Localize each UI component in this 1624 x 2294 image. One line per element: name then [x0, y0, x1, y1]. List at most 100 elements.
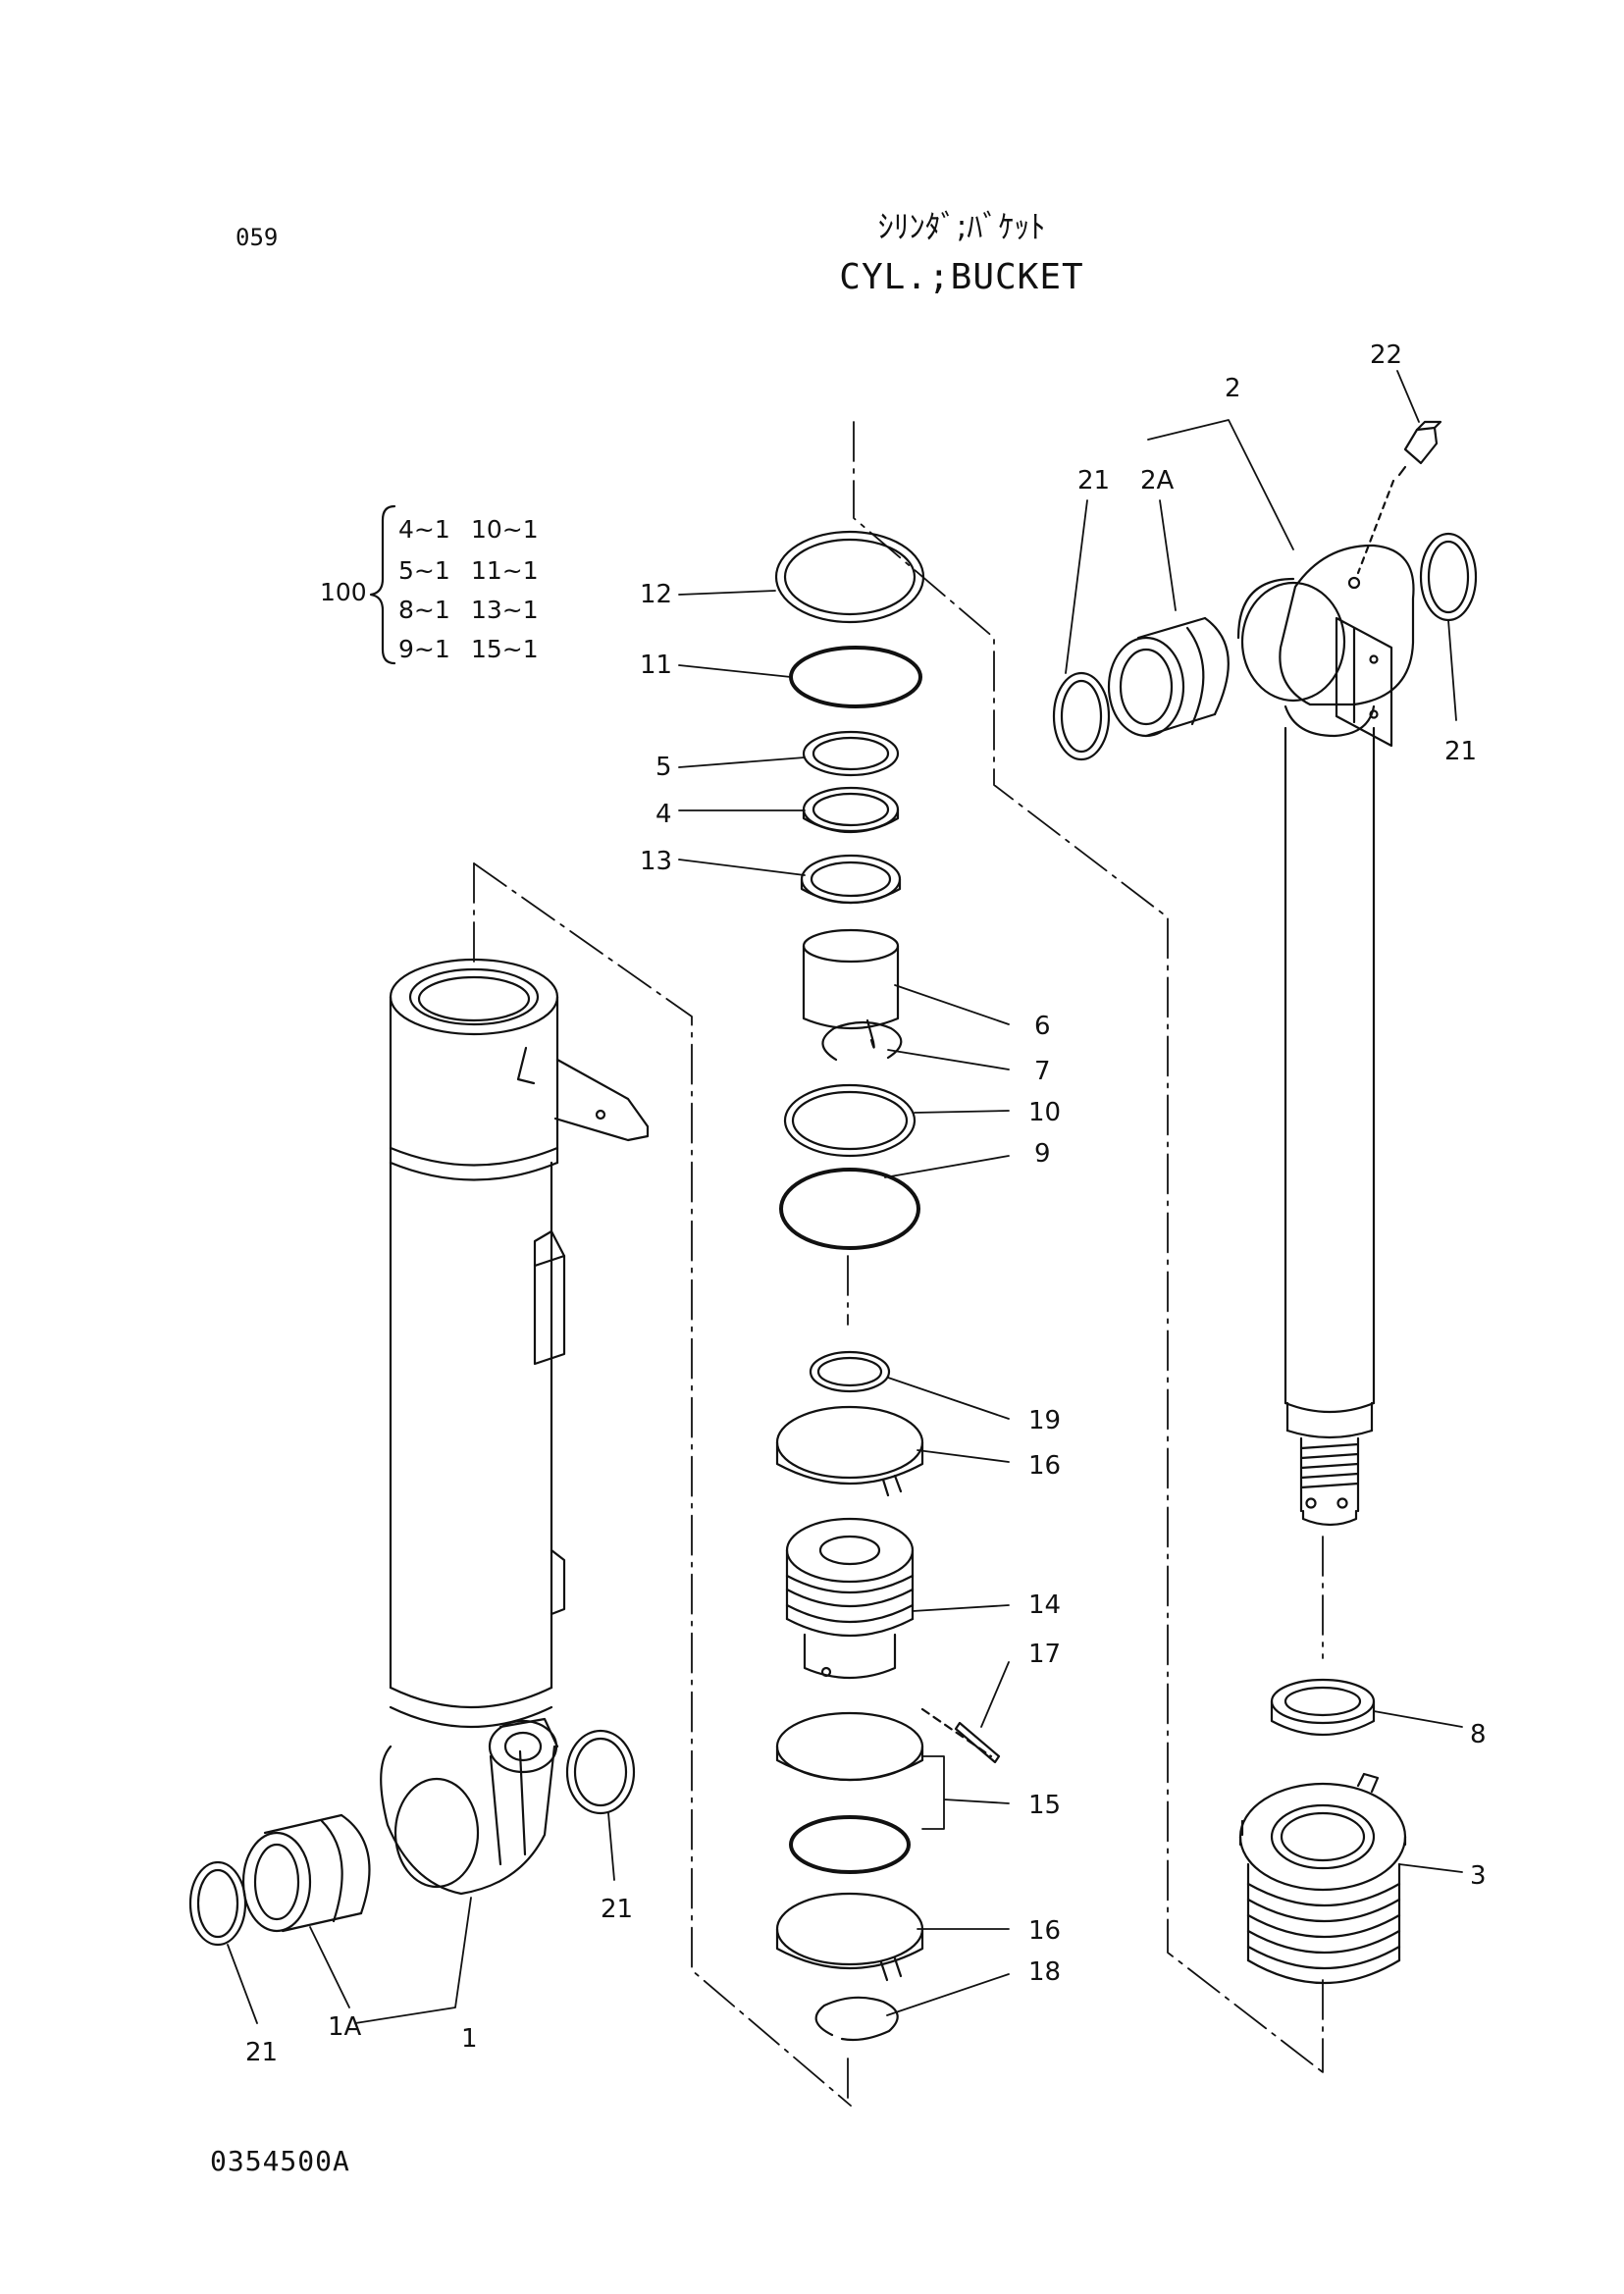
callout-15: 15 — [1028, 1791, 1061, 1820]
tube-bottom-band — [389, 1686, 553, 1709]
mid-frame — [853, 421, 1324, 2073]
grease-fitting-22 — [1356, 420, 1442, 575]
kit-row-3-b: 13~1 — [471, 596, 539, 624]
leader-1 — [354, 1897, 472, 2024]
leader-21-tube-right — [607, 1812, 615, 1881]
leader-2a — [1159, 499, 1177, 611]
callout-12: 12 — [640, 580, 672, 609]
tube-eye-rib — [489, 1749, 527, 1866]
callout-16-bottom: 16 — [1028, 1916, 1061, 1946]
head-rim — [1238, 1835, 1407, 1847]
tube-port-hole — [503, 1731, 543, 1762]
leader-8 — [1373, 1710, 1463, 1728]
seal-21-tube-left — [188, 1860, 247, 1947]
leader-15-bracket — [921, 1755, 1010, 1830]
callout-2: 2 — [1225, 374, 1241, 403]
part-12-ring — [774, 530, 925, 624]
part-16-wear-ring-top-slit — [881, 1474, 903, 1497]
rod-eye-bore — [1240, 581, 1346, 703]
leader-10 — [914, 1110, 1010, 1114]
cylinder-tube — [380, 958, 650, 1896]
head-bottom — [1246, 1958, 1401, 1985]
part-6-bushing-top — [802, 928, 900, 964]
callout-19: 19 — [1028, 1406, 1061, 1435]
kit-row-4-a: 9~1 — [398, 635, 450, 663]
rod-eye — [1279, 544, 1415, 706]
bushing-1a-body — [263, 1813, 363, 1933]
leader-21-rod-left — [1065, 499, 1088, 674]
left-frame-top — [473, 862, 852, 2107]
head-bore-inner — [1280, 1811, 1366, 1862]
part-12-ring-inner — [783, 538, 917, 616]
rod-neck — [1283, 704, 1376, 738]
rod-eye-face — [1236, 577, 1295, 640]
seal-21-tube-left-inner — [196, 1868, 239, 1939]
callout-4: 4 — [655, 800, 672, 829]
part-9-oring — [779, 1168, 920, 1250]
tube-top-opening — [389, 958, 559, 1036]
callout-13: 13 — [640, 847, 672, 876]
seal-21-rod-left-inner — [1060, 679, 1103, 754]
rod-shoulder — [1283, 1401, 1376, 1414]
piston-nut — [803, 1633, 897, 1680]
tube-eye-bore — [393, 1777, 480, 1889]
seal-stack — [774, 530, 925, 1497]
tube-head-band — [389, 1161, 559, 1181]
seal-21-tube-right — [565, 1729, 636, 1815]
rod-thread — [1299, 1436, 1360, 1513]
rod-tip — [1301, 1509, 1358, 1527]
leader-5 — [678, 756, 806, 768]
callout-9: 9 — [1034, 1139, 1051, 1169]
callout-3: 3 — [1470, 1861, 1487, 1891]
pin-17 — [920, 1707, 1001, 1764]
part-16-wear-ring-bottom-side — [775, 1927, 924, 1969]
rod-step-base — [1285, 1429, 1374, 1439]
tube-bracket-hole — [595, 1109, 606, 1121]
bushing-1a-front — [241, 1831, 312, 1933]
piston-rod — [1236, 544, 1415, 1527]
kit-label: 100 — [320, 578, 367, 606]
piston-bore — [818, 1535, 881, 1566]
leader-14 — [912, 1604, 1010, 1612]
part-19-ring-inner — [816, 1356, 883, 1387]
callout-16-top: 16 — [1028, 1451, 1061, 1481]
part-16-wear-ring-bottom-slit — [879, 1956, 903, 1982]
part-16-wear-ring-top — [775, 1405, 924, 1480]
wiper-bore — [1283, 1686, 1362, 1717]
piston-body — [785, 1548, 915, 1621]
part-4-seal-side — [802, 808, 900, 833]
kit-row-1-a: 4~1 — [398, 515, 450, 544]
bushing-1a-back — [340, 1813, 371, 1915]
wiper-top — [1270, 1678, 1376, 1725]
dust-wiper-8 — [1270, 1678, 1376, 1736]
callout-1a: 1A — [328, 2012, 362, 2042]
tube-port-neck — [498, 1717, 559, 1748]
part-7-snap-ring — [821, 1020, 903, 1062]
tube-low-bracket — [550, 1548, 566, 1616]
fitting-stem — [1397, 465, 1407, 477]
callout-7: 7 — [1034, 1057, 1051, 1086]
piston-pin-hole — [820, 1666, 832, 1678]
leader-7 — [887, 1049, 1010, 1070]
leader-22 — [1396, 370, 1420, 423]
callout-14: 14 — [1028, 1590, 1061, 1620]
part-18-snap-ring — [814, 1996, 899, 2042]
part-10-backup-ring — [783, 1083, 917, 1158]
tube-head-bracket — [553, 1058, 650, 1142]
bushing-2a-back — [1203, 616, 1230, 716]
tube-bushing-1a — [241, 1813, 371, 1933]
callout-22: 22 — [1370, 340, 1402, 370]
piston-grooves — [785, 1574, 915, 1638]
head-notch — [1356, 1772, 1380, 1794]
callout-5: 5 — [655, 753, 672, 782]
part-13-seal-side — [800, 877, 902, 904]
leader-13 — [678, 859, 806, 876]
tube-dust-seals — [188, 1729, 636, 1947]
leader-11 — [678, 664, 792, 678]
callout-2a: 2A — [1140, 466, 1175, 495]
leader-12 — [678, 590, 776, 596]
head-bore — [1270, 1803, 1376, 1870]
part-7-gap — [865, 1018, 875, 1049]
bushing-2a-bore — [1119, 648, 1174, 726]
part-10-backup-ring-inner — [791, 1090, 909, 1151]
